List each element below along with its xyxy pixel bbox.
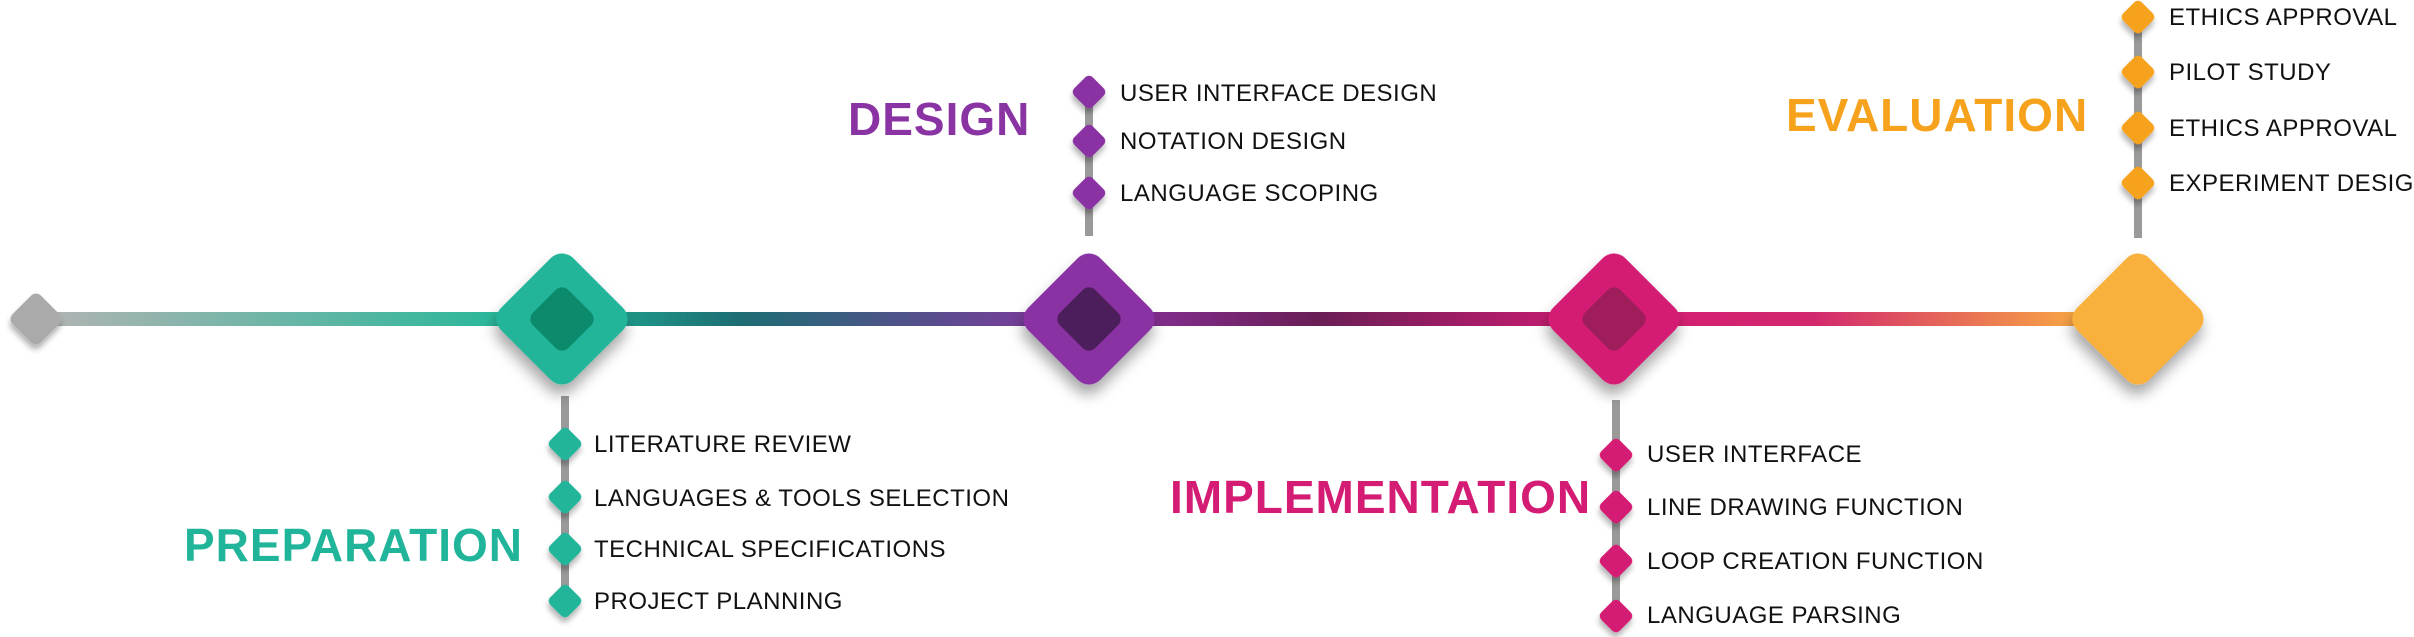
evaluation-task-bullet	[2121, 166, 2155, 200]
preparation-milestone	[496, 253, 628, 385]
implementation-task: LANGUAGE PARSING	[1647, 602, 1902, 629]
evaluation-task: ETHICS APPROVAL	[2169, 4, 2398, 31]
design-title: DESIGN	[848, 93, 1031, 145]
implementation-milestone	[1548, 253, 1680, 385]
design-stem	[1085, 80, 1093, 236]
preparation-task: TECHNICAL SPECIFICATIONS	[594, 536, 947, 563]
preparation-task-bullet	[548, 427, 582, 461]
implementation-title: IMPLEMENTATION	[1170, 471, 1592, 523]
evaluation-task-bullet	[2121, 0, 2155, 34]
implementation-task: USER INTERFACE	[1647, 441, 1863, 468]
implementation-task: LOOP CREATION FUNCTION	[1647, 548, 1984, 575]
design-task: LANGUAGE SCOPING	[1120, 180, 1379, 207]
implementation-task: LINE DRAWING FUNCTION	[1647, 494, 1964, 521]
design-task: NOTATION DESIGN	[1120, 128, 1347, 155]
implementation-task-bullet	[1599, 490, 1633, 524]
implementation-task-bullet	[1599, 544, 1633, 578]
evaluation-task-bullet	[2121, 111, 2155, 145]
evaluation-task-bullet	[2121, 55, 2155, 89]
design-task-bullet	[1072, 176, 1106, 210]
preparation-task-bullet	[548, 584, 582, 618]
preparation-task-bullet	[548, 532, 582, 566]
evaluation-task: EXPERIMENT DESIGN	[2169, 170, 2414, 197]
preparation-title: PREPARATION	[184, 519, 523, 571]
implementation-task-bullet	[1599, 438, 1633, 472]
preparation-task: LANGUAGES & TOOLS SELECTION	[594, 485, 1010, 512]
evaluation-title: EVALUATION	[1786, 89, 2089, 141]
implementation-task-bullet	[1599, 599, 1633, 633]
design-task: USER INTERFACE DESIGN	[1120, 80, 1438, 107]
evaluation-milestone	[2072, 253, 2204, 385]
start-marker	[10, 293, 62, 345]
design-task-bullet	[1072, 124, 1106, 158]
design-milestone	[1023, 253, 1155, 385]
design-task-bullet	[1072, 75, 1106, 109]
evaluation-task: PILOT STUDY	[2169, 59, 2332, 86]
preparation-task-bullet	[548, 480, 582, 514]
preparation-task: LITERATURE REVIEW	[594, 431, 852, 458]
preparation-task: PROJECT PLANNING	[594, 588, 843, 615]
evaluation-task: ETHICS APPROVAL	[2169, 115, 2398, 142]
